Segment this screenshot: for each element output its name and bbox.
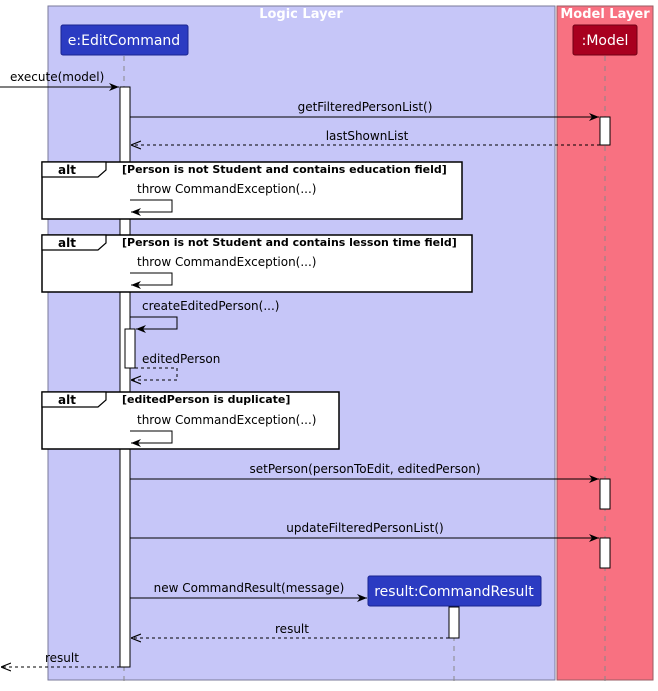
participant-command-result-label: result:CommandResult — [374, 584, 534, 600]
message-execute-label: execute(model) — [10, 70, 104, 84]
alt2-guard: [Person is not Student and contains less… — [122, 236, 457, 249]
message-update-filtered-label: updateFilteredPersonList() — [286, 521, 443, 535]
result-activation — [448, 606, 460, 639]
alt-fragment-education: alt [Person is not Student and contains … — [41, 161, 463, 220]
participant-edit-command[interactable]: e:EditCommand — [60, 24, 189, 56]
message-execute: execute(model) — [0, 70, 119, 91]
alt1-guard: [Person is not Student and contains educ… — [122, 163, 447, 176]
logic-layer-title: Logic Layer — [259, 7, 343, 22]
alt3-guard: [editedPerson is duplicate] — [122, 393, 290, 406]
message-create-edited-label: createEditedPerson(...) — [142, 299, 279, 313]
return-last-shown: lastShownList — [131, 129, 600, 145]
return-result-final-label: result — [45, 651, 79, 665]
return-edited-person-label: editedPerson — [142, 352, 220, 366]
alt3-keyword: alt — [58, 393, 76, 407]
alt3-throw-label: throw CommandException(...) — [137, 413, 317, 427]
return-result-label: result — [275, 622, 309, 636]
alt-fragment-lesson-time: alt [Person is not Student and contains … — [41, 234, 473, 293]
return-result: result — [131, 622, 449, 638]
message-set-person: setPerson(personToEdit, editedPerson) — [130, 462, 599, 483]
alt1-keyword: alt — [58, 163, 76, 177]
participant-model[interactable]: :Model — [572, 24, 638, 56]
message-get-filtered: getFilteredPersonList() — [130, 100, 599, 121]
alt2-keyword: alt — [58, 236, 76, 250]
message-update-filtered: updateFilteredPersonList() — [130, 521, 599, 542]
message-create-edited: createEditedPerson(...) — [130, 299, 279, 333]
message-new-result: new CommandResult(message) — [130, 581, 367, 602]
model-activation-1 — [599, 116, 611, 146]
message-get-filtered-label: getFilteredPersonList() — [298, 100, 433, 114]
model-layer-title: Model Layer — [560, 7, 650, 22]
participant-model-label: :Model — [582, 33, 629, 49]
alt-fragment-duplicate: alt [editedPerson is duplicate] throw Co… — [41, 391, 340, 450]
return-last-shown-label: lastShownList — [326, 129, 409, 143]
message-set-person-label: setPerson(personToEdit, editedPerson) — [249, 462, 480, 476]
alt1-throw-label: throw CommandException(...) — [137, 182, 317, 196]
participant-edit-command-label: e:EditCommand — [68, 33, 180, 49]
model-activation-2 — [599, 478, 611, 510]
model-activation-3 — [599, 537, 611, 569]
create-edited-activation — [124, 328, 136, 369]
return-result-final: result — [1, 651, 120, 667]
edit-command-activation — [119, 86, 131, 668]
message-new-result-label: new CommandResult(message) — [154, 581, 345, 595]
return-edited-person: editedPerson — [131, 352, 220, 380]
alt2-throw-label: throw CommandException(...) — [137, 255, 317, 269]
participant-command-result[interactable]: result:CommandResult — [367, 575, 542, 607]
